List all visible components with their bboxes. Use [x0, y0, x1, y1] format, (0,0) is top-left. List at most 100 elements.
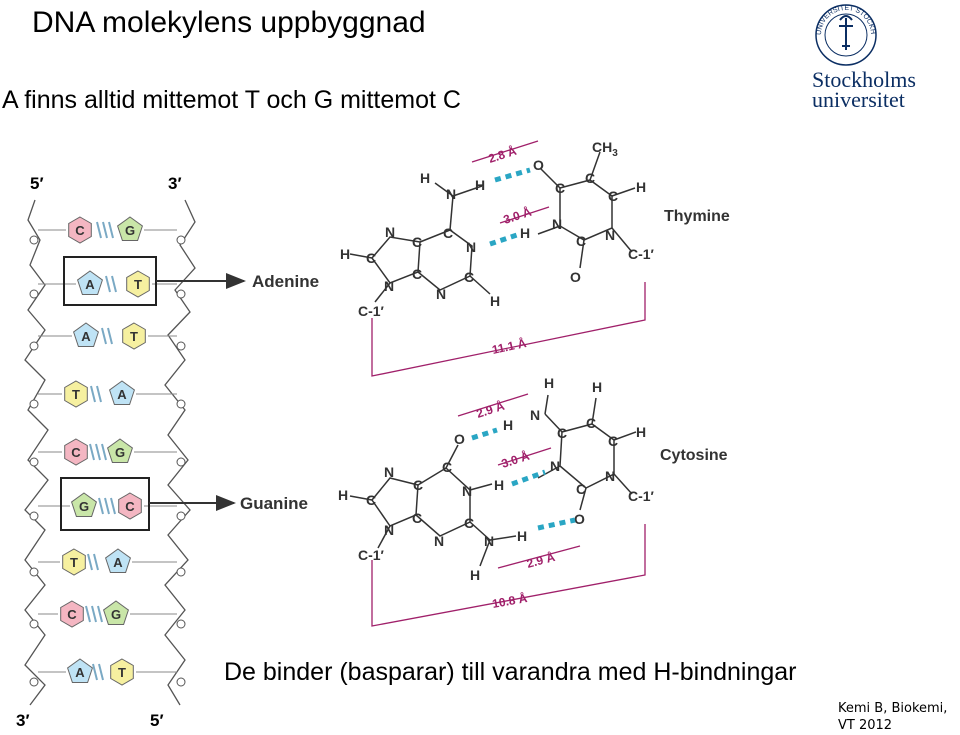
svg-text:N: N: [484, 533, 494, 549]
gc-distance-1: 2.9 Å: [474, 398, 506, 421]
svg-text:C: C: [585, 170, 595, 186]
base-a-shape: [109, 380, 135, 405]
helix-hbond-tick: [98, 663, 104, 681]
university-logo: Stockholms universitet: [812, 67, 916, 111]
helix-hbond-tick: [96, 221, 102, 239]
backbone-right: [164, 199, 196, 706]
phosphate-node: [176, 289, 186, 299]
hbond-gc-2: [511, 469, 546, 487]
base-letter: A: [117, 387, 127, 402]
svg-text:H: H: [420, 170, 430, 186]
helix-hbond-tick: [107, 327, 113, 345]
phosphate-node: [29, 677, 39, 687]
page-title: DNA molekylens uppbyggnad: [32, 6, 426, 39]
credit-line-2: VT 2012: [838, 718, 893, 733]
svg-text:C: C: [366, 250, 376, 266]
svg-text:C: C: [412, 266, 422, 282]
svg-text:H: H: [340, 246, 350, 262]
svg-text:N: N: [552, 216, 562, 232]
base-c-shape: [60, 600, 84, 628]
phosphate-node: [176, 619, 186, 629]
svg-text:H: H: [636, 424, 646, 440]
gc-distance-2: 3.0 Å: [499, 448, 531, 471]
at-distance-1: 2.8 Å: [486, 143, 518, 166]
svg-text:H: H: [636, 179, 646, 195]
university-seal-icon: UNIVERSITET STOCKHOLMS: [806, 2, 877, 66]
svg-text:N: N: [605, 227, 615, 243]
base-letter: G: [111, 607, 121, 622]
callout-label-guanine: Guanine: [240, 494, 308, 513]
svg-text:C: C: [608, 433, 618, 449]
helix-hbond-tick: [92, 663, 98, 681]
hbond-at-2: [489, 231, 521, 247]
helix-hbond-tick: [91, 605, 97, 623]
base-letter: G: [115, 445, 125, 460]
svg-text:C: C: [366, 492, 376, 508]
at-c1-left: C-1′: [358, 303, 385, 319]
svg-text:C: C: [443, 225, 453, 241]
gc-c1-right: C-1′: [628, 488, 655, 504]
helix-hbond-tick: [90, 385, 96, 403]
svg-text:H: H: [592, 379, 602, 395]
base-letter: C: [125, 499, 135, 514]
base-letter: C: [71, 445, 81, 460]
base-t-shape: [64, 380, 88, 408]
svg-text:H: H: [517, 528, 527, 544]
helix-hbond-tick: [102, 221, 108, 239]
logo-line-1: Stockholms: [812, 67, 916, 92]
svg-text:N: N: [384, 522, 394, 538]
base-letter: G: [125, 223, 135, 238]
phosphate-node: [29, 511, 39, 521]
at-span: 11.1 Å: [491, 335, 528, 357]
base-letter: A: [85, 277, 95, 292]
credit: Kemi B, Biokemi, VT 2012: [838, 700, 947, 734]
svg-text:N: N: [385, 224, 395, 240]
svg-text:N: N: [530, 407, 540, 423]
phosphate-node: [29, 457, 39, 467]
helix-hbond-tick: [101, 443, 107, 461]
phosphate-node: [29, 399, 39, 409]
at-distance-2: 3.0 Å: [501, 204, 533, 227]
svg-text:H: H: [475, 177, 485, 193]
phosphate-node: [29, 289, 39, 299]
svg-text:C: C: [412, 510, 422, 526]
phosphate-node: [176, 677, 186, 687]
svg-text:H: H: [490, 293, 500, 309]
svg-text:N: N: [605, 468, 615, 484]
helix-hbond-tick: [93, 553, 99, 571]
hbond-gc-1: [471, 427, 498, 441]
helix-hbond-tick: [105, 275, 111, 293]
gc-span: 10.8 Å: [491, 590, 529, 611]
base-a-shape: [77, 270, 103, 295]
base-letter: C: [75, 223, 85, 238]
svg-text:C: C: [557, 425, 567, 441]
svg-text:H: H: [503, 417, 513, 433]
base-letter: T: [134, 277, 142, 292]
svg-text:N: N: [446, 186, 456, 202]
base-t-shape: [62, 548, 86, 576]
adenine-thymine-structure: [349, 151, 636, 303]
helix-hbond-tick: [89, 443, 95, 461]
phosphate-node: [176, 567, 186, 577]
base-a-shape: [67, 658, 93, 683]
phosphate-node: [29, 567, 39, 577]
credit-line-1: Kemi B, Biokemi,: [838, 701, 948, 716]
svg-text:O: O: [454, 431, 465, 447]
helix-hbond-tick: [104, 497, 110, 515]
phosphate-node: [176, 511, 186, 521]
svg-text:O: O: [533, 157, 544, 173]
phosphate-node: [29, 235, 39, 245]
strand-label-top-left: 5′: [30, 174, 44, 193]
guanine-cytosine-structure: [349, 394, 637, 567]
svg-text:C: C: [464, 269, 474, 285]
strand-label-bottom-left: 3′: [16, 711, 30, 730]
svg-text:C: C: [576, 481, 586, 497]
base-letter: T: [130, 329, 138, 344]
